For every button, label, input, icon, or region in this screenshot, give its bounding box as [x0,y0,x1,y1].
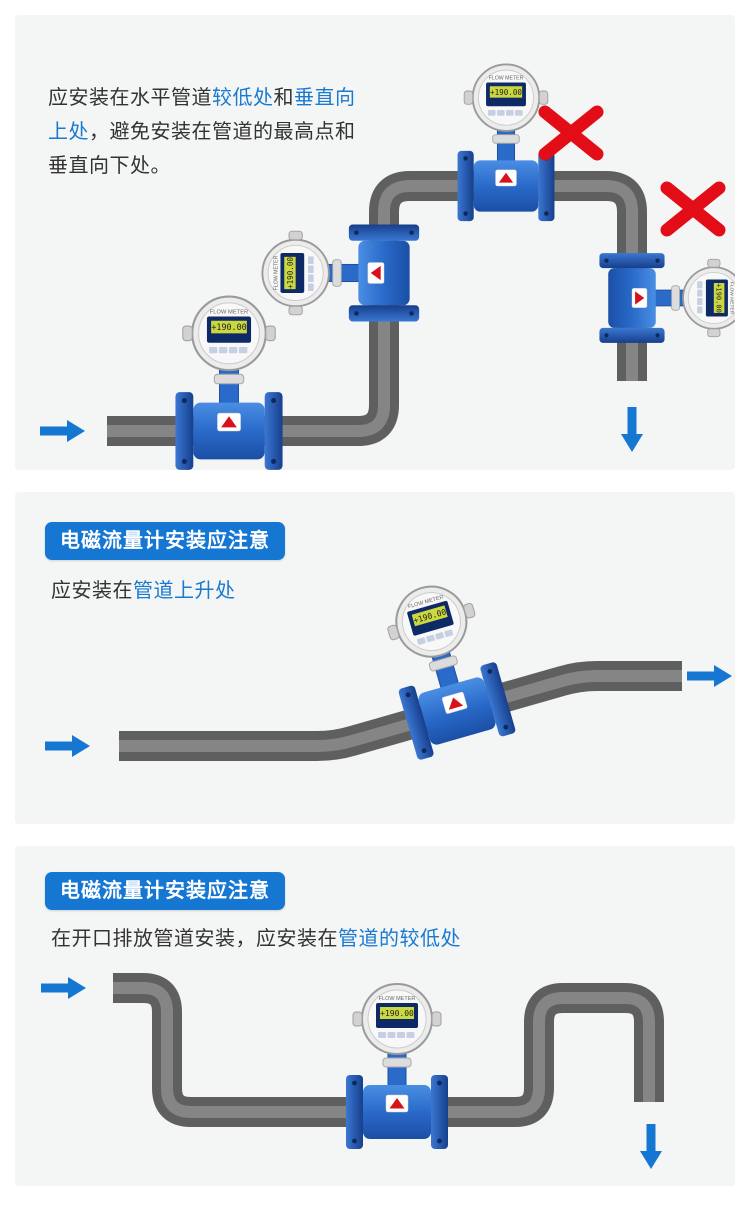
instruction-text: 在开口排放管道安装，应安装在管道的较低处 [51,922,461,951]
meter-wrong-high-point [456,63,556,223]
flow-in-arrow-icon [40,420,85,442]
text-segment-highlight: 垂直向上处 [48,87,356,143]
text-segment: 应安装在水平管道 [48,87,212,109]
flow-in-arrow-icon [41,977,86,999]
x-mark-icon [545,112,597,154]
pipe-diagram-low-point [41,973,664,1169]
panel-horizontal-install: 应安装在水平管道较低处和垂直向上处，避免安装在管道的最高点和垂直向下处。 [15,15,735,470]
section-badge: 电磁流量计安装应注意 [45,872,285,910]
x-mark-icon [667,188,719,230]
flow-out-arrow-icon [687,665,732,687]
pipe-diagram-rising [45,572,732,762]
text-segment-highlight: 较低处 [212,87,274,109]
panel-rising-pipe: 电磁流量计安装应注意 应安装在管道上升处 [15,492,735,824]
instruction-text: 应安装在水平管道较低处和垂直向上处，避免安装在管道的最高点和垂直向下处。 [48,81,366,183]
flow-out-arrow-icon [640,1124,662,1169]
pipe [119,661,682,761]
pipe-sheen [113,982,655,1118]
meter-at-low-point [345,983,449,1150]
instruction-text: 应安装在管道上升处 [51,574,236,603]
pipe-diagram-horizontal [40,63,735,470]
text-segment: 和 [273,87,294,109]
meter-correct-vertical-up [261,223,421,323]
text-segment: 应安装在 [51,580,133,602]
pipe-sheen [107,180,638,437]
text-segment: ，避免安装在管道的最高点和垂直向下处。 [48,121,356,177]
text-segment: 在开口排放管道安装，应安装在 [51,928,338,950]
meter-correct-low-horizontal [174,295,284,470]
meter-wrong-vertical-down [598,252,735,344]
text-segment-highlight: 管道的较低处 [338,928,461,950]
flow-in-arrow-icon [45,735,90,757]
flow-out-arrow-icon [621,407,643,452]
text-segment-highlight: 管道上升处 [133,580,236,602]
section-badge: 电磁流量计安装应注意 [45,522,285,560]
panel-open-discharge: 电磁流量计安装应注意 在开口排放管道安装，应安装在管道的较低处 [15,846,735,1186]
